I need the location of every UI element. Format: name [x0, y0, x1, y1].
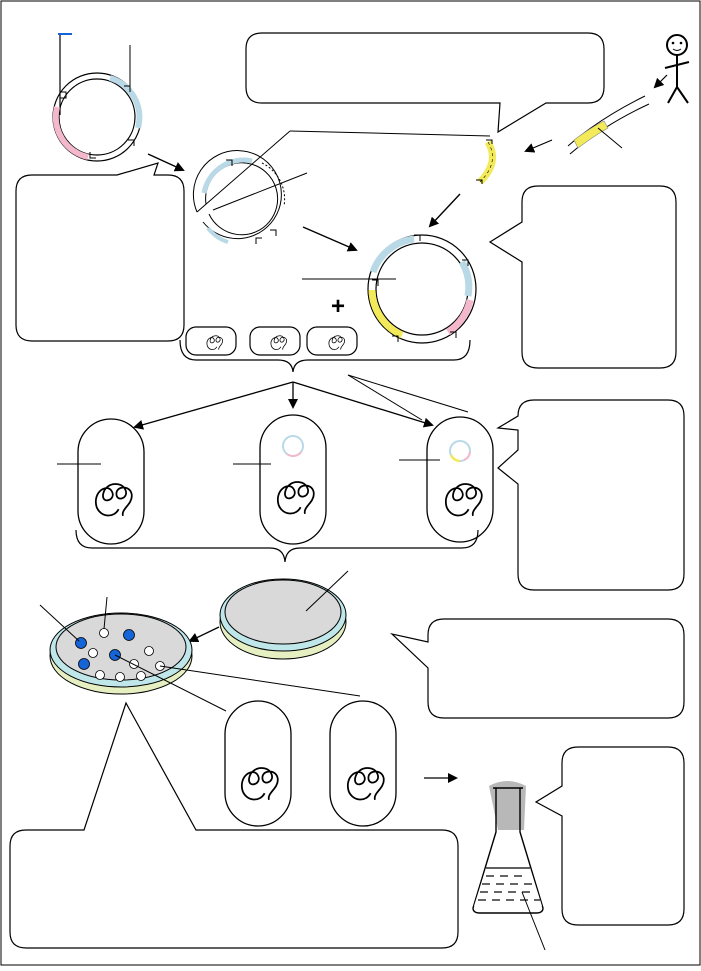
- arrow-human-to-dna: [653, 74, 668, 89]
- opened-plasmid-icon: [192, 150, 286, 244]
- bacterium-icon: [224, 700, 292, 827]
- arrow-to-cell-3: [292, 381, 434, 428]
- stick-figure-icon: [664, 34, 690, 104]
- speech-bubble-flask: [534, 746, 685, 926]
- bacterium-icon: [426, 416, 494, 543]
- speech-bubble-bottom: [9, 701, 459, 949]
- bacterium-icon: [259, 414, 327, 545]
- petri-dish-icon: [49, 612, 193, 695]
- brace-top: [179, 339, 471, 373]
- speech-bubble-left: [15, 162, 185, 342]
- speech-bubble-right-3: [390, 618, 685, 719]
- arrow-cut-to-recombinant: [302, 226, 358, 252]
- speech-bubble-right-1: [488, 185, 677, 369]
- bacterium-icon: [185, 326, 237, 356]
- speech-bubble-top: [245, 32, 605, 134]
- bacterium-icon: [249, 326, 301, 356]
- bacterium-icon: [306, 326, 358, 356]
- arrow-plasmid-to-cut: [147, 153, 185, 172]
- plus-sign: +: [331, 293, 345, 320]
- dna-strand-icon: [567, 95, 650, 155]
- plasmid-icon: [52, 33, 143, 162]
- arrow-dish-to-colonies: [188, 626, 220, 643]
- arrow-gene-to-recombinant: [428, 193, 461, 228]
- brace-bottom: [75, 529, 479, 563]
- speech-bubble-right-2: [496, 399, 685, 591]
- dna-fragment-icon: [476, 139, 496, 185]
- recombinant-plasmid-icon: [367, 234, 477, 344]
- flask-icon: [472, 781, 544, 914]
- arrow-to-cell-1: [133, 381, 294, 430]
- bacterium-icon: [77, 418, 145, 545]
- petri-dish-icon: [219, 578, 347, 660]
- arrow-dna-to-gene: [524, 139, 553, 153]
- bacterium-icon: [329, 700, 397, 827]
